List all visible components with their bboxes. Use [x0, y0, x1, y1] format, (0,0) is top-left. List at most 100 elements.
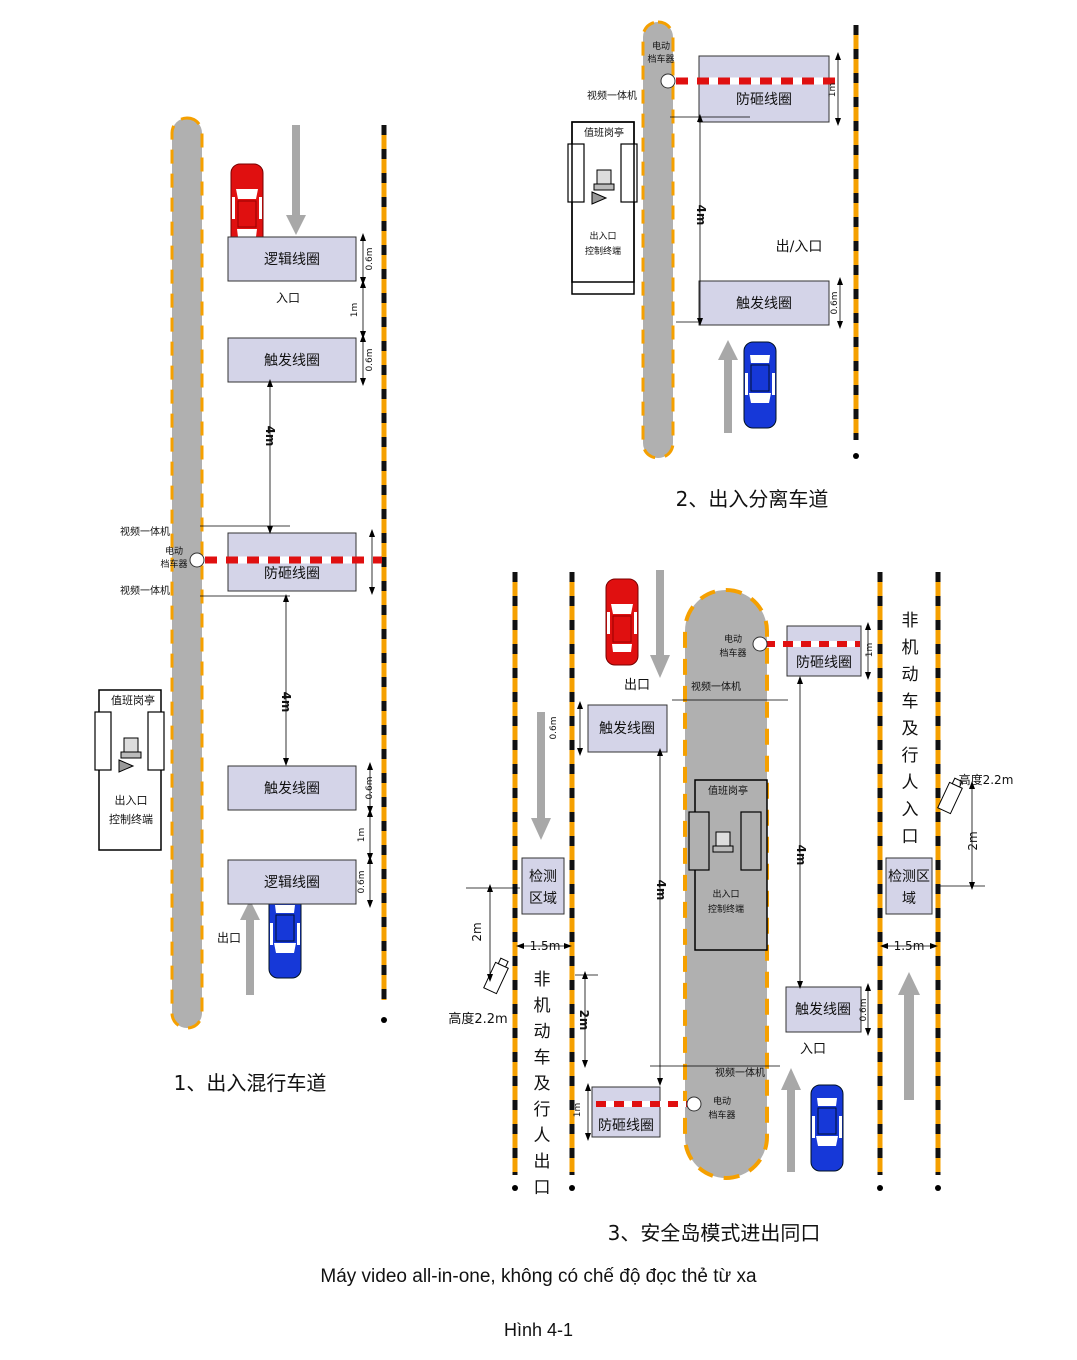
svg-text:非: 非	[902, 611, 919, 631]
inbound-arrow	[286, 125, 306, 235]
dim3-2-c: 2m	[966, 831, 980, 850]
svg-text:及: 及	[902, 719, 919, 739]
inbound-arrow-3	[781, 1068, 801, 1172]
dim-1-b: 1m	[357, 828, 367, 843]
barrier-3l-label-2: 档车器	[708, 1109, 735, 1121]
height-left: 高度2.2m	[448, 1011, 507, 1027]
trigger-coil-2	[698, 280, 830, 326]
detect-zone-right	[885, 857, 933, 915]
anti-smash-coil-3-right-label: 防砸线圈	[796, 655, 852, 671]
svg-text:行: 行	[902, 746, 919, 766]
trigger-coil-bottom-label: 触发线圈	[264, 781, 320, 797]
detect-zone-left-1: 检测	[529, 869, 557, 885]
figure-label: Hình 4-1	[503, 1320, 574, 1340]
figure-3-title: 3、安全岛模式进出同口	[608, 1221, 821, 1245]
booth-3-window-right	[740, 811, 762, 871]
logic-coil-top	[227, 236, 357, 282]
duty-booth	[94, 689, 165, 851]
dim3-15-a: 1.5m	[530, 939, 561, 953]
barrier-label-2: 档车器	[160, 558, 187, 570]
terminal-3-label-2: 控制终端	[708, 903, 744, 915]
barrier-3r-label-1: 电动	[724, 633, 742, 645]
booth-label: 值班岗亭	[111, 693, 155, 707]
terminal-2-label-1: 出入口	[589, 230, 616, 242]
barrier-3r-label-2: 档车器	[719, 647, 746, 659]
dimensions-fig2	[676, 52, 843, 329]
anti-smash-coil-3-left-label: 防砸线圈	[598, 1118, 654, 1134]
svg-text:行: 行	[534, 1100, 551, 1120]
dim3-4-a: 4m	[654, 880, 668, 901]
blue-car-3	[810, 1084, 844, 1172]
figure-1: 逻辑线圈 入口 触发线圈 防砸线圈 触发线圈 逻辑线圈 出口 视频一体机 视频一…	[94, 116, 387, 1095]
trigger-coil-bottom	[227, 765, 357, 811]
nonmotor-exit-text: 非 机 动 车 及 行 人 出 口	[534, 970, 551, 1198]
figure-1-title: 1、出入混行车道	[174, 1071, 327, 1095]
dim2-06: 0.6m	[830, 291, 840, 314]
logic-coil-bottom	[227, 859, 357, 905]
dim3-2-a: 2m	[577, 1010, 591, 1031]
svg-text:出: 出	[534, 1152, 551, 1172]
lane-end-dot-2	[853, 453, 859, 459]
dim-06-b: 0.6m	[365, 348, 375, 371]
trigger-coil-3-left	[587, 704, 668, 753]
svg-text:车: 车	[902, 692, 919, 712]
blue-car	[268, 891, 302, 979]
barrier-2-label-2: 档车器	[647, 53, 674, 65]
entrance-label: 入口	[276, 291, 300, 305]
svg-text:非: 非	[534, 970, 551, 990]
svg-text:人: 人	[534, 1126, 551, 1146]
detect-zone-right-1: 检测区	[888, 869, 930, 885]
dim3-1-a: 1m	[573, 1103, 583, 1118]
camera-3-top-label: 视频一体机	[691, 680, 741, 693]
trigger-coil-2-label: 触发线圈	[736, 296, 792, 312]
anti-smash-coil-3-left	[591, 1086, 661, 1138]
trigger-coil-3-right	[785, 986, 862, 1033]
height-right: 高度2.2m	[959, 772, 1014, 787]
anti-smash-coil-label: 防砸线圈	[264, 566, 320, 582]
dim3-4-b: 4m	[794, 845, 808, 866]
svg-text:人: 人	[902, 773, 919, 793]
dim3-2-b: 2m	[470, 922, 484, 941]
barrier-label-1: 电动	[165, 545, 183, 557]
dim-4-a: 4m	[263, 426, 277, 447]
nonmotor-entry-text: 非 机 动 车 及 行 人 入 口	[902, 611, 919, 847]
dim3-06-b: 0.6m	[859, 998, 869, 1021]
exit-nonmotor-arrow	[531, 712, 551, 840]
outbound-arrow	[240, 900, 260, 995]
dim3-06-a: 0.6m	[549, 716, 559, 739]
terminal-2-label-2: 控制终端	[585, 245, 621, 257]
trigger-coil-3-right-label: 触发线圈	[795, 1002, 851, 1018]
booth-3-window-left	[688, 811, 710, 871]
booth-2-label: 值班岗亭	[584, 126, 624, 139]
dim3-1-b: 1m	[865, 643, 875, 658]
barrier-2-label-1: 电动	[652, 40, 670, 52]
entry-nonmotor-arrow	[898, 972, 920, 1100]
barrier-motor	[189, 552, 205, 568]
outbound-arrow-3	[650, 570, 670, 678]
booth-3-label: 值班岗亭	[708, 784, 748, 797]
dimensions-fig3	[466, 622, 985, 1141]
svg-text:及: 及	[534, 1074, 551, 1094]
anti-smash-coil-2	[698, 55, 830, 123]
caption: Máy video all-in-one, không có chế độ đọ…	[320, 1266, 757, 1287]
safety-island-2	[641, 20, 675, 460]
trigger-coil-top-label: 触发线圈	[264, 353, 320, 369]
svg-text:机: 机	[902, 638, 919, 658]
logic-coil-bottom-label: 逻辑线圈	[264, 875, 320, 891]
figure-2-title: 2、出入分离车道	[676, 487, 829, 511]
svg-text:车: 车	[534, 1048, 551, 1068]
computer-3-icon	[715, 831, 731, 847]
booth-2-frame	[571, 121, 635, 295]
camera-2-label: 视频一体机	[587, 89, 637, 102]
dim-4-b: 4m	[279, 692, 293, 713]
barrier-motor-3-right	[752, 636, 768, 652]
red-car-3	[605, 578, 639, 666]
in-out-label: 出/入口	[776, 239, 823, 255]
svg-text:动: 动	[534, 1022, 551, 1042]
figure-3: 非 机 动 车 及 行 人 出 口 非 机 动 车 及 行 人 入 口 检测 区…	[448, 570, 1013, 1245]
trigger-coil-3-left-label: 触发线圈	[599, 721, 655, 737]
barrier-motor-2	[660, 73, 676, 89]
dim-06-c: 0.6m	[365, 776, 375, 799]
camera-3-bottom-label: 视频一体机	[715, 1066, 765, 1079]
